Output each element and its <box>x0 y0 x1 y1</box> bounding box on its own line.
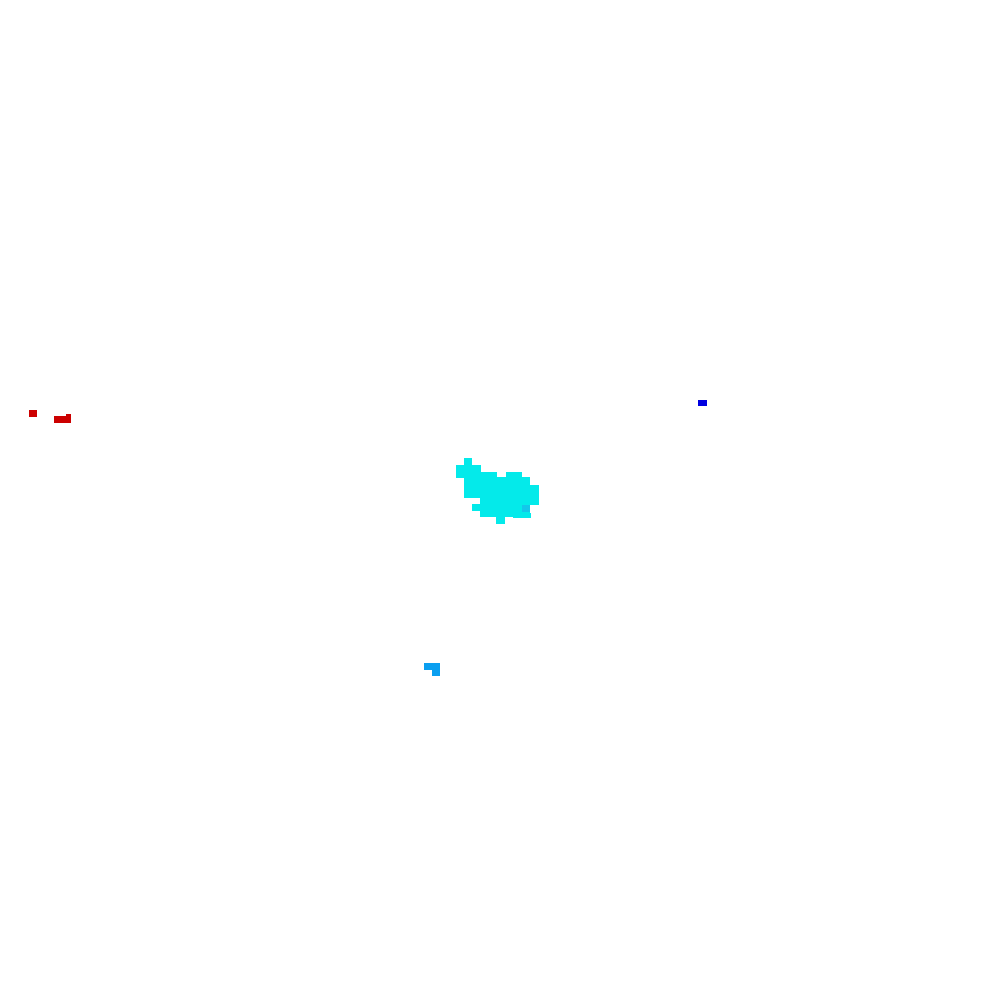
cyan-cluster <box>456 458 539 524</box>
cyan-pixel <box>480 490 500 517</box>
blue-mark <box>698 400 707 406</box>
red-marks <box>29 410 71 423</box>
light-blue-mark <box>424 663 440 676</box>
cyan-accent-pixel <box>522 505 530 512</box>
red-mark-small <box>29 410 37 417</box>
cyan-pixel <box>528 485 539 505</box>
red-mark-tip <box>66 414 71 417</box>
cyan-pixel <box>513 513 531 518</box>
blue-mark-block <box>698 400 707 406</box>
red-mark-wide <box>54 416 71 423</box>
cyan-pixel <box>496 515 505 524</box>
cyan-pixel <box>464 458 472 466</box>
cyan-pixel <box>472 504 484 511</box>
light-blue-mark-top <box>424 663 440 670</box>
light-blue-mark-bottom <box>432 668 440 676</box>
